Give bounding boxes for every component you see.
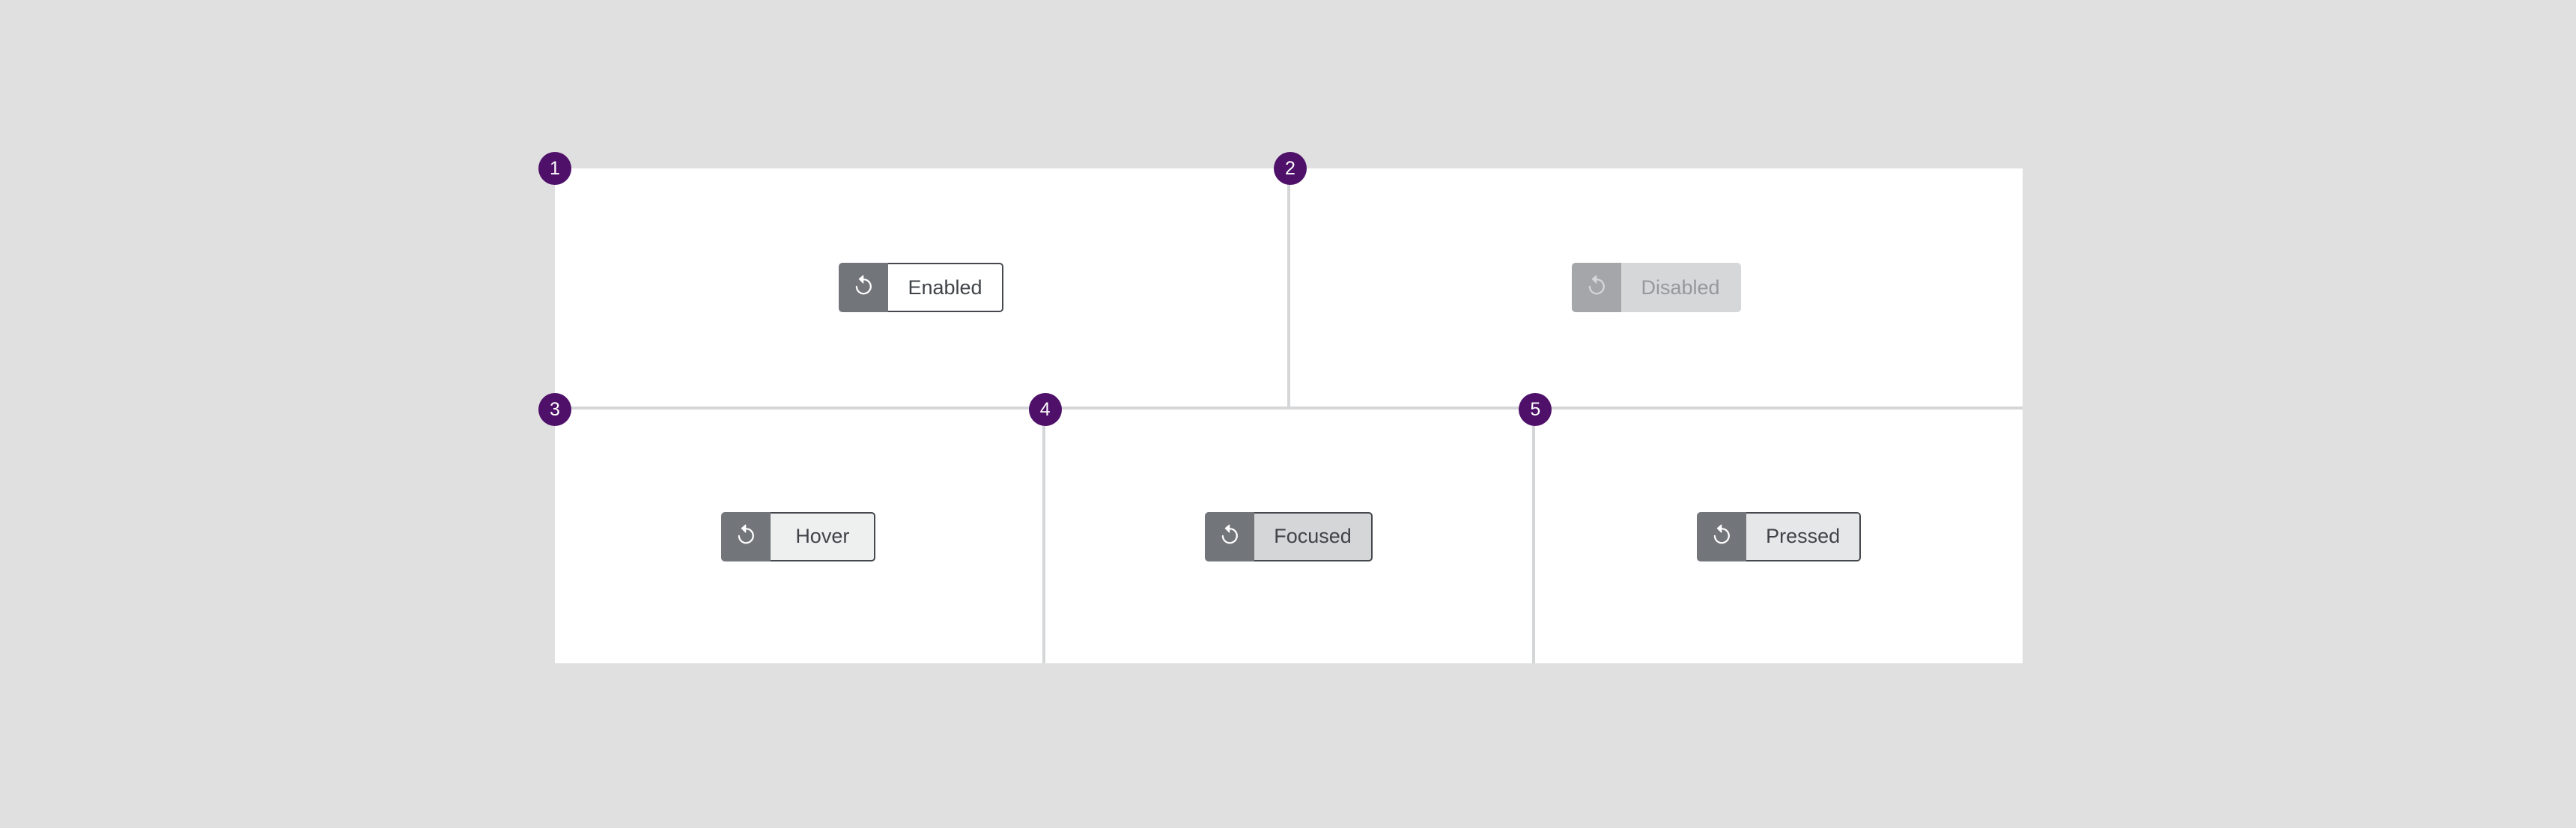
specimen-row-2: 3 Hover 4 (538, 393, 2023, 663)
refresh-button-label: Enabled (908, 276, 982, 299)
refresh-split-button-focused[interactable]: Focused (1205, 511, 1373, 561)
cell-badge-4: 4 (1028, 393, 1062, 426)
specimen-cell-pressed: 5 Pressed (1519, 393, 2023, 663)
refresh-button-label: Hover (795, 525, 850, 547)
refresh-button-label-wrapper[interactable]: Hover (771, 511, 876, 561)
refresh-icon[interactable] (839, 263, 889, 312)
specimen-row-1: 1 Enabled 2 (538, 152, 2023, 407)
refresh-button-label-wrapper[interactable]: Pressed (1746, 511, 1862, 561)
cell-badge-2: 2 (1274, 152, 1307, 185)
cell-badge-3: 3 (538, 393, 571, 426)
refresh-icon[interactable] (1697, 511, 1747, 561)
refresh-split-button-enabled[interactable]: Enabled (839, 263, 1003, 312)
specimen-cell-disabled: 2 Disabled (1274, 152, 2023, 407)
refresh-split-button-hover[interactable]: Hover (721, 511, 876, 561)
refresh-icon[interactable] (721, 511, 771, 561)
refresh-button-label-wrapper: Disabled (1621, 263, 1741, 312)
refresh-button-label: Pressed (1766, 525, 1841, 547)
refresh-split-button-disabled: Disabled (1572, 263, 1741, 312)
specimen-cell-enabled: 1 Enabled (538, 152, 1287, 407)
state-specimen-grid: 1 Enabled 2 (538, 152, 2023, 663)
cell-badge-1: 1 (538, 152, 571, 185)
specimen-cell-hover: 3 Hover (538, 393, 1042, 663)
refresh-button-label: Disabled (1641, 276, 1720, 299)
refresh-split-button-pressed[interactable]: Pressed (1697, 511, 1862, 561)
refresh-button-label-wrapper[interactable]: Enabled (888, 263, 1003, 312)
refresh-button-label-wrapper[interactable]: Focused (1254, 511, 1373, 561)
refresh-button-label: Focused (1274, 525, 1352, 547)
specimen-cell-focused: 4 Focused (1028, 393, 1533, 663)
cell-badge-5: 5 (1519, 393, 1552, 426)
refresh-icon[interactable] (1205, 511, 1255, 561)
refresh-icon (1572, 263, 1622, 312)
